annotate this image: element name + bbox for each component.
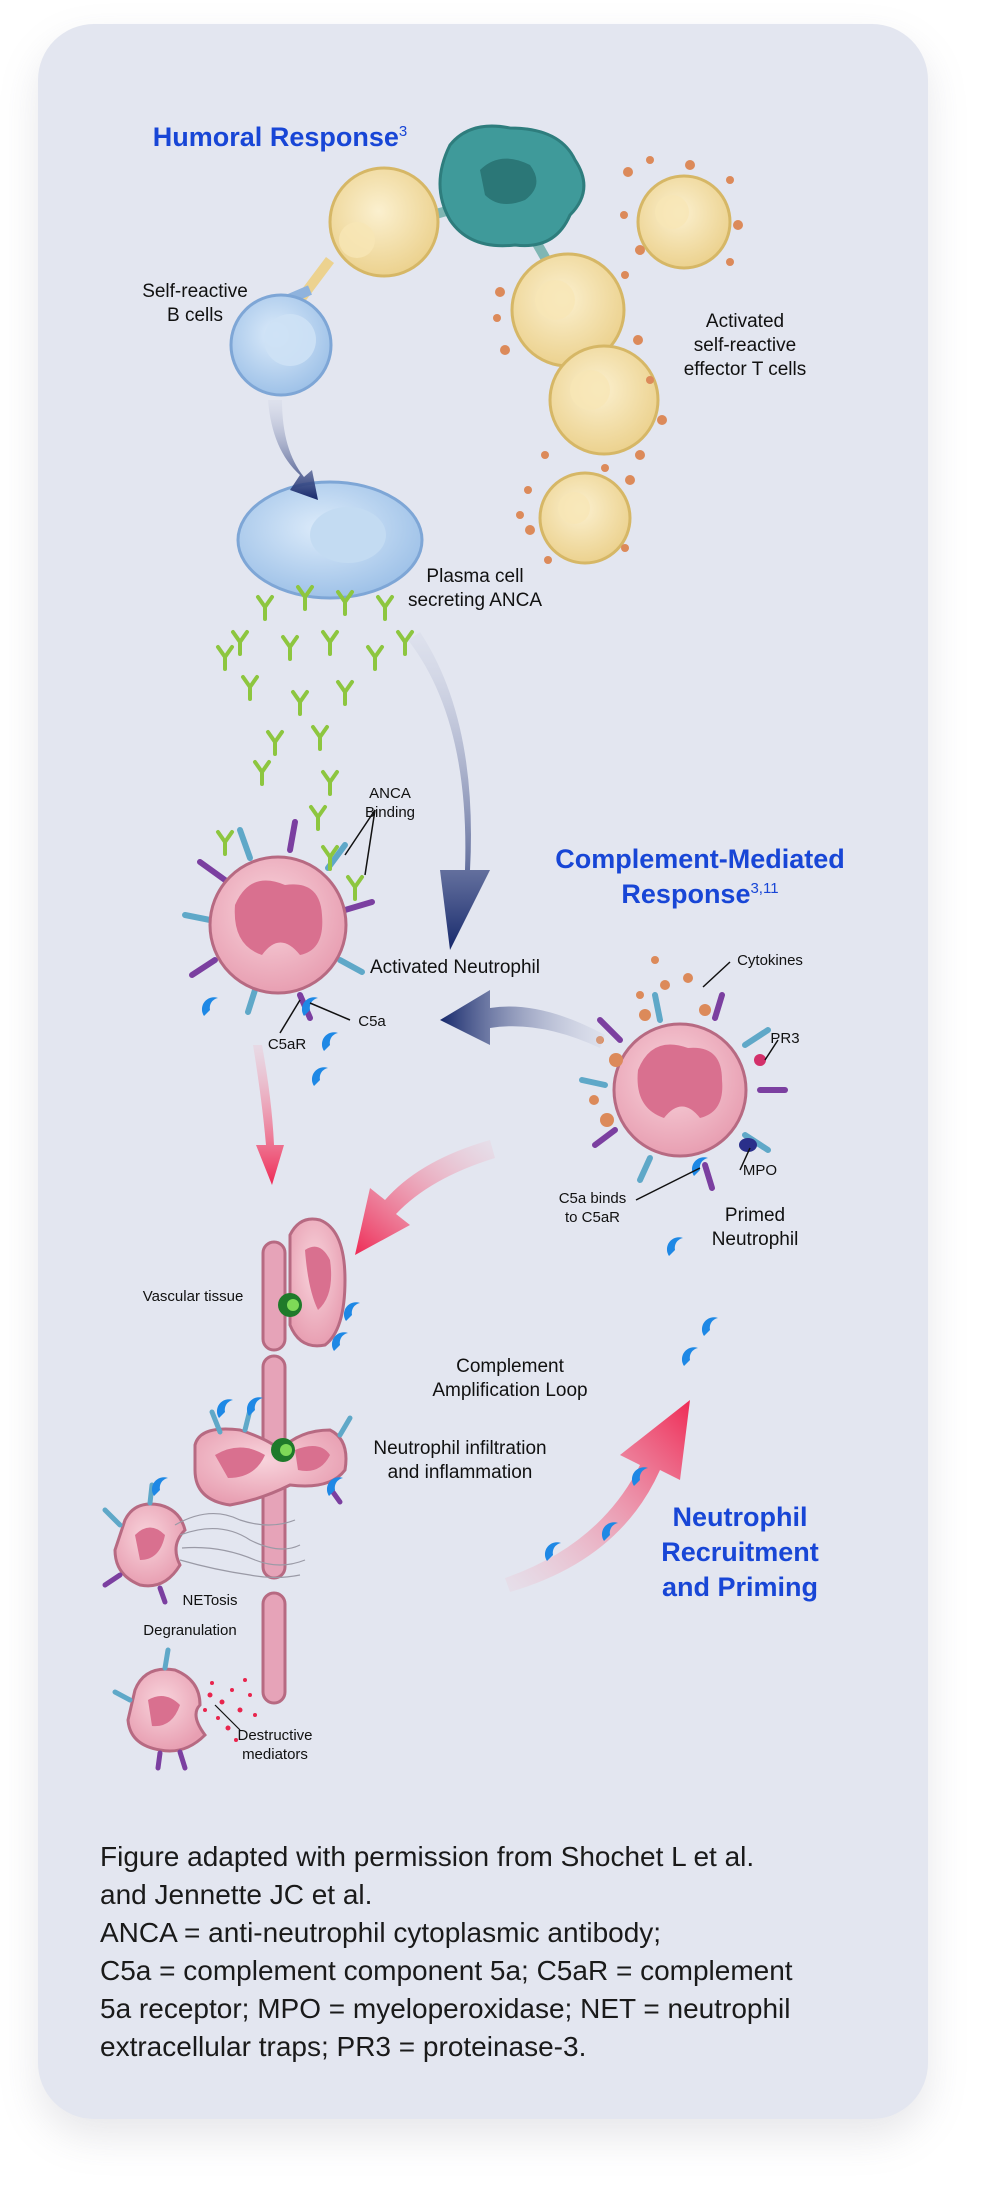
degranulating-cell	[112, 1647, 257, 1771]
mpo-label: MPO	[742, 1162, 778, 1179]
adherent-neutrophil	[278, 1217, 360, 1351]
b-to-plasma-arrow	[268, 400, 318, 500]
netosis-label: NETosis	[182, 1592, 238, 1609]
t-cell-cluster	[273, 124, 732, 565]
pr3-label: PR3	[770, 1030, 800, 1047]
b-cell	[229, 293, 333, 397]
infiltrating-neutrophil	[193, 1397, 353, 1507]
complement-reference: 3,11	[750, 880, 779, 898]
plasma-cell	[236, 480, 424, 600]
vessel	[261, 1240, 287, 1705]
primed-to-activated-arrow	[440, 990, 605, 1048]
neutrophil-recruitment-heading: Neutrophil Recruitment and Priming	[661, 1502, 819, 1603]
complement-mediated-heading: Complement-Mediated Response3,11	[555, 844, 845, 910]
degranulation-label: Degranulation	[143, 1622, 237, 1639]
activated-neutrophil-label: Activated Neutrophil	[369, 957, 541, 978]
figure-caption: Figure adapted with permission from Shoc…	[100, 1841, 793, 2062]
humoral-reference: 3	[398, 123, 408, 140]
cytokines-label: Cytokines	[737, 952, 803, 969]
plasma-to-neutrophil-arrow	[408, 632, 490, 950]
vascular-tissue-label: Vascular tissue	[142, 1288, 244, 1305]
red-arrow-down	[253, 1045, 284, 1185]
netosis-cell	[102, 1477, 306, 1605]
c5ar-label: C5aR	[267, 1036, 307, 1053]
activated-neutrophil	[182, 809, 376, 1086]
red-arrow-to-vessel	[355, 1140, 495, 1255]
red-arrow-up	[505, 1400, 690, 1592]
c5a-label: C5a	[358, 1013, 386, 1030]
primed-neutrophil	[579, 956, 788, 1256]
humoral-response-heading: Humoral Response3	[152, 122, 408, 152]
cytokine-dots	[493, 156, 743, 564]
